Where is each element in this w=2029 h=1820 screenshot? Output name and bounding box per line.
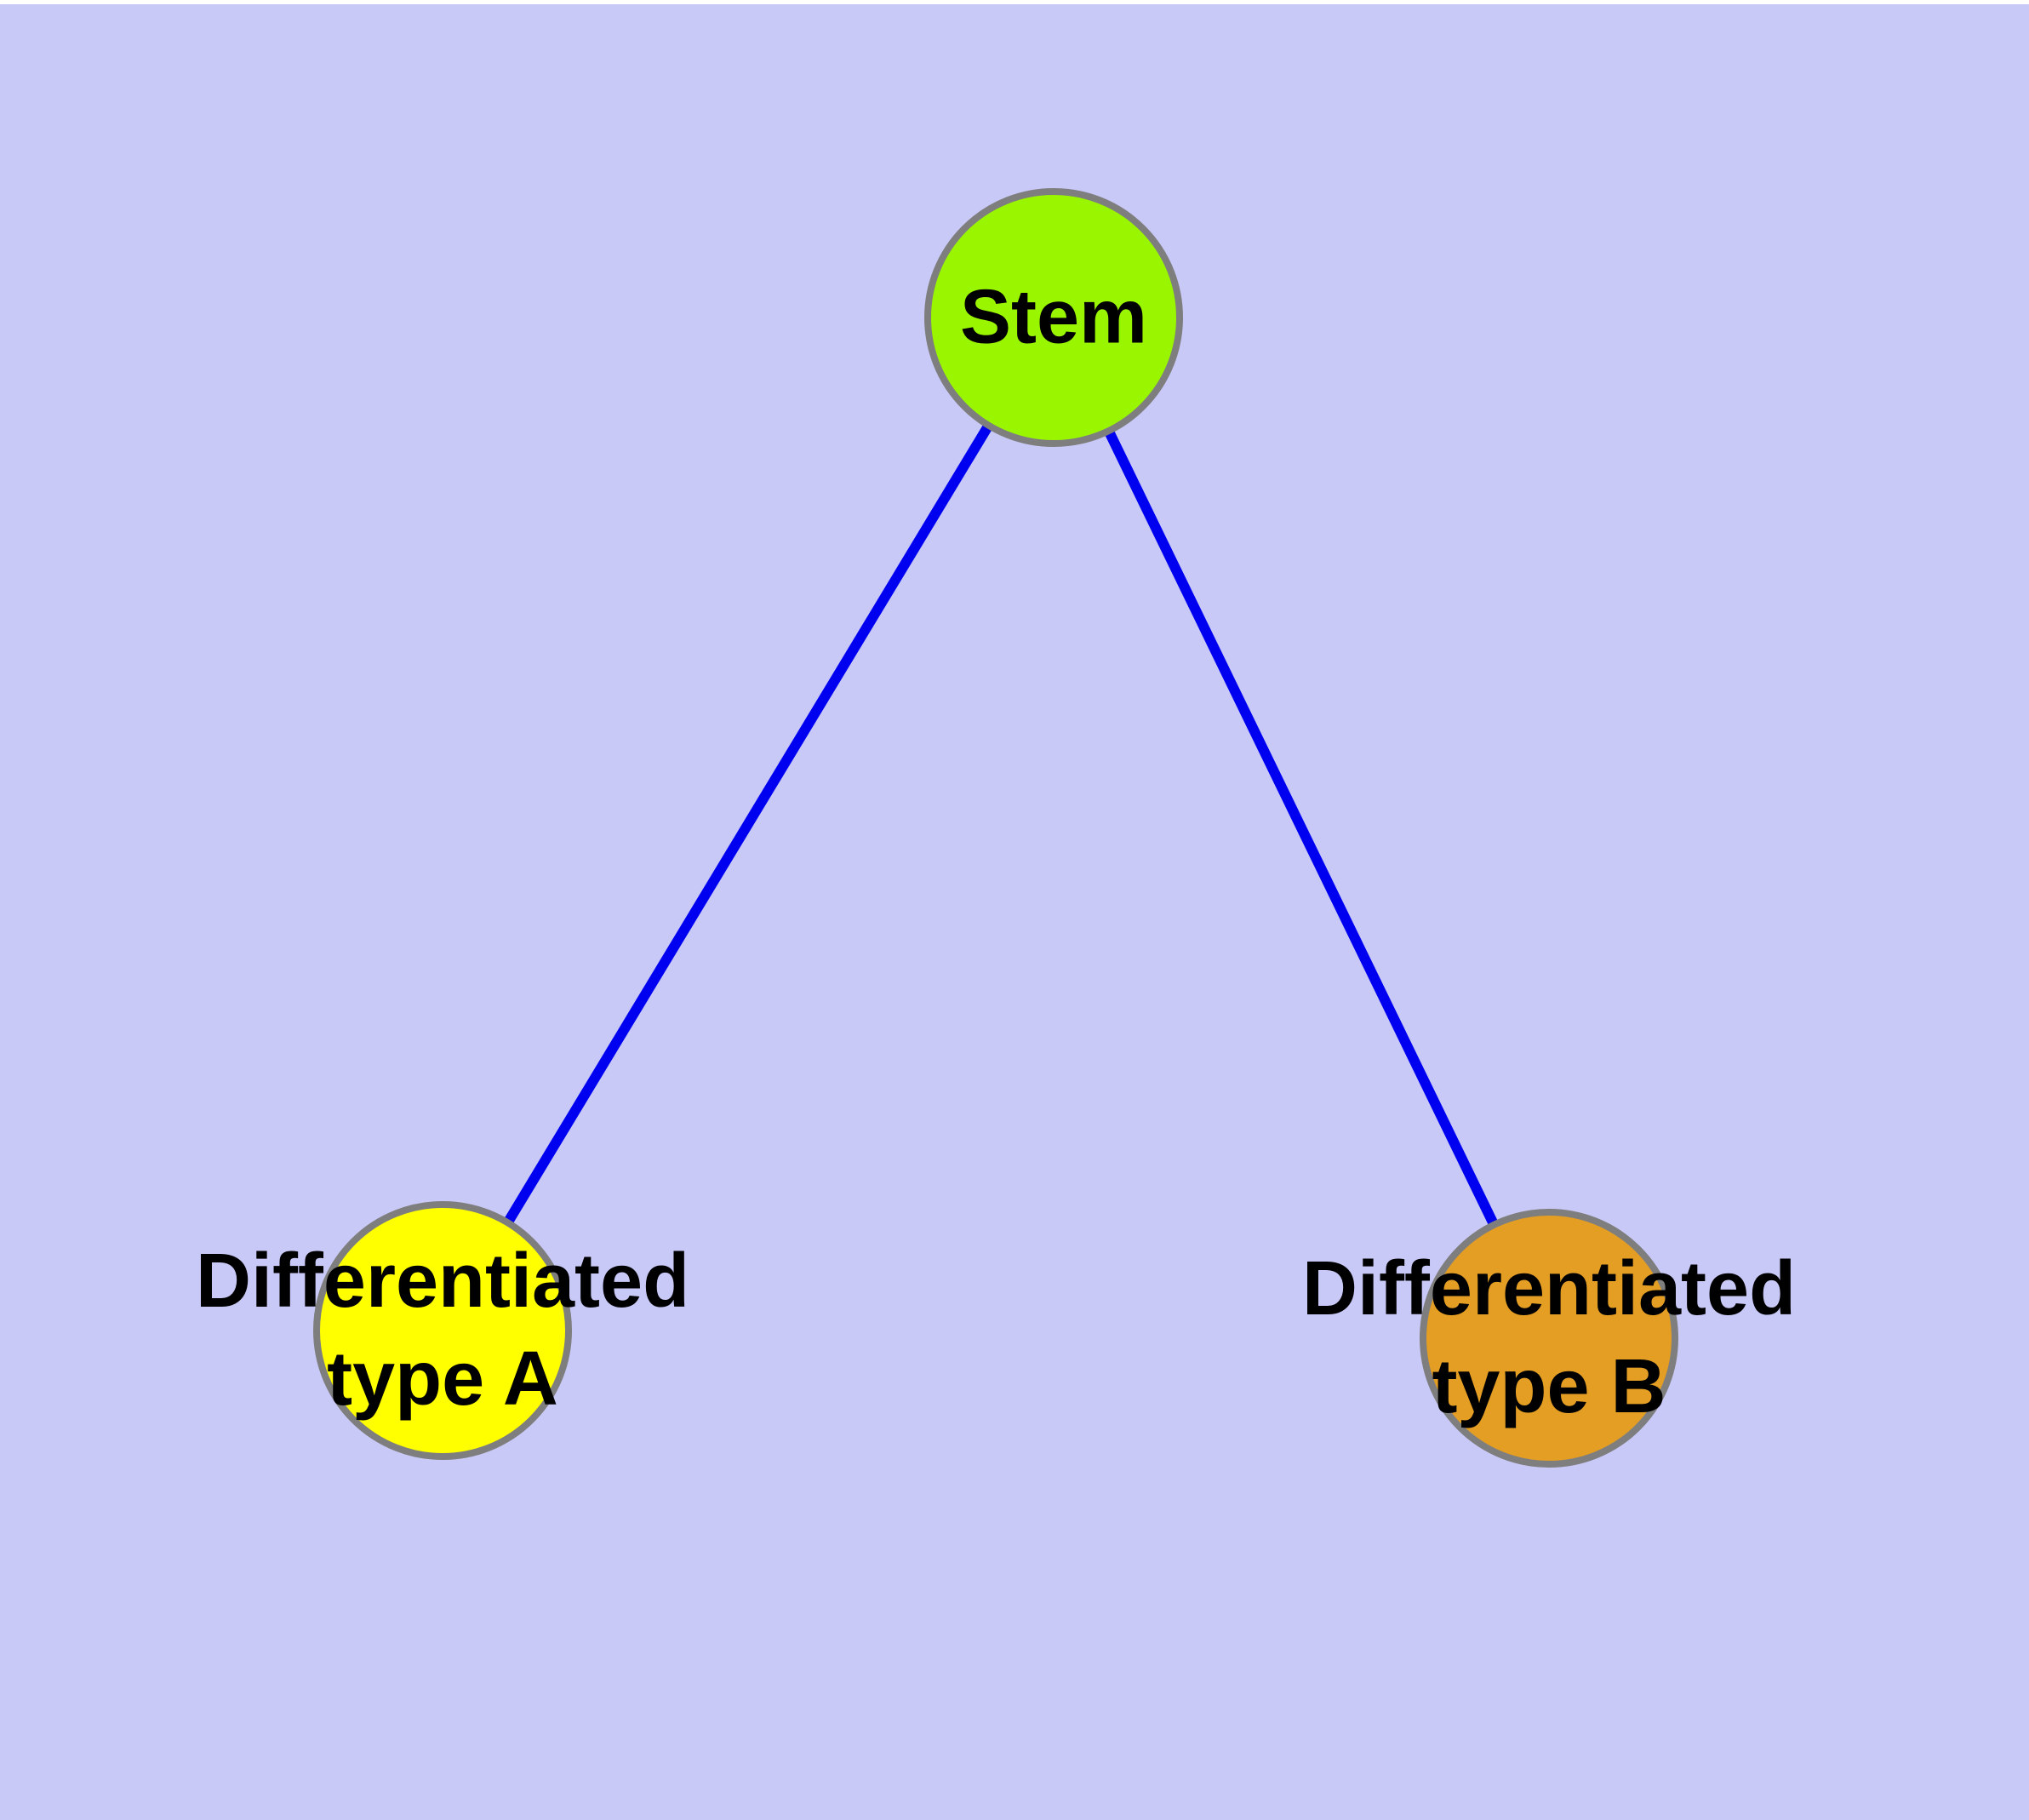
node-differentiated-type-b-label: Differentiated type B [1301,1246,1797,1429]
node-stem-label: Stem [959,274,1148,360]
node-differentiated-type-a-label: Differentiated type A [195,1239,690,1422]
edge-stem-to-type-b [1049,315,1554,1341]
node-differentiated-type-a-circle [313,1201,572,1460]
node-differentiated-type-b-circle [1420,1209,1678,1468]
canvas-top-margin [0,0,2029,4]
edge-stem-to-type-a [437,314,1059,1334]
node-stem-circle [924,188,1183,447]
